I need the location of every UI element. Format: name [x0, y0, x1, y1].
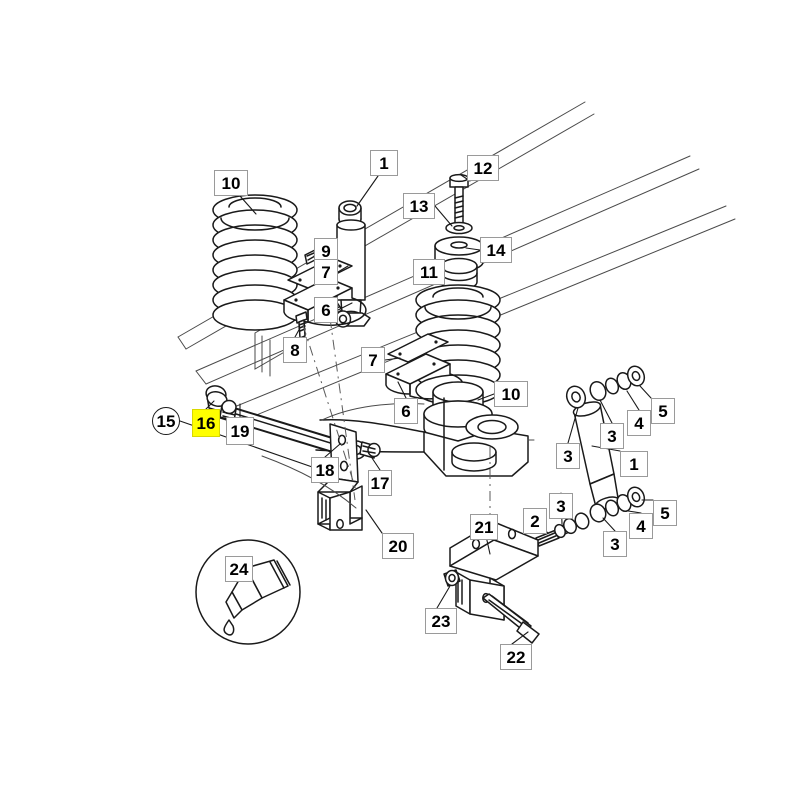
callout-washer[interactable]: 13: [403, 193, 435, 219]
callout-label: 18: [315, 460, 335, 480]
spring-seat-shim-right: [387, 333, 449, 363]
callout-shock-absorber-left[interactable]: 1: [370, 150, 398, 176]
callout-bracket-bolt[interactable]: 22: [500, 644, 532, 670]
callout-panhard-rod-bracket[interactable]: 18: [311, 457, 339, 483]
callout-coil-spring-left[interactable]: 10: [214, 170, 248, 196]
callout-spring-seat-left[interactable]: 6: [314, 297, 338, 323]
callout-label: 10: [221, 173, 241, 193]
callout-label: 4: [634, 413, 644, 433]
callout-shock-bush-upper-inner[interactable]: 3: [600, 423, 624, 449]
callout-label: 22: [506, 647, 526, 667]
callout-panhard-rod-bush[interactable]: 16: [192, 409, 220, 437]
bump-stop-bolt: [449, 173, 469, 225]
spring-seat-left: [283, 277, 367, 326]
callout-axle-bracket-lower[interactable]: 20: [382, 533, 414, 559]
callout-label: 8: [290, 340, 300, 360]
spring-seat-right: [385, 353, 464, 400]
callout-label: 12: [473, 158, 493, 178]
callout-label: 20: [388, 536, 408, 556]
coil-spring-left: [212, 194, 298, 331]
callout-shock-nut-upper[interactable]: 5: [651, 398, 675, 424]
callout-label: 3: [556, 496, 566, 516]
callout-panhard-rod-end-bolt[interactable]: 17: [368, 470, 392, 496]
callout-label: 10: [501, 384, 521, 404]
callout-shock-absorber-right[interactable]: 1: [620, 451, 648, 477]
callout-label: 16: [196, 413, 216, 433]
callout-shock-bush-upper-outer[interactable]: 3: [556, 443, 580, 469]
callout-shock-bush-lower-outer[interactable]: 3: [549, 493, 573, 519]
callout-label: 3: [610, 534, 620, 554]
callout-label: 17: [370, 473, 390, 493]
callout-shock-washer-upper[interactable]: 4: [627, 410, 651, 436]
callout-label: 5: [660, 503, 670, 523]
callout-bump-stop-bolt[interactable]: 12: [467, 155, 499, 181]
callout-bolt-spring-seat[interactable]: 8: [283, 337, 307, 363]
callout-shock-bush-lower-inner[interactable]: 3: [603, 531, 627, 557]
callout-label: 24: [229, 559, 249, 579]
callout-label: 9: [321, 241, 331, 261]
callout-label: 11: [420, 262, 438, 282]
callout-label: 13: [409, 196, 429, 216]
callout-bump-stop-cap[interactable]: 14: [480, 237, 512, 263]
callout-label: 4: [636, 516, 646, 536]
bolt-spring-seat: [295, 311, 308, 339]
callout-label: 19: [230, 421, 250, 441]
lock-nut: [443, 569, 461, 587]
callout-panhard-rod-end-fixing[interactable]: 19: [226, 417, 254, 445]
callout-label: 6: [401, 401, 411, 421]
callout-shock-washer-lower[interactable]: 4: [629, 513, 653, 539]
washer: [445, 221, 473, 235]
callout-label: 3: [607, 426, 617, 446]
callout-shock-mount-bracket[interactable]: 21: [470, 514, 498, 540]
callout-spring-seat-shim-right[interactable]: 7: [361, 347, 385, 373]
callout-label: 3: [563, 446, 573, 466]
callout-lock-nut[interactable]: 23: [425, 608, 457, 634]
callout-label: 21: [474, 517, 494, 537]
callout-spring-seat-right[interactable]: 6: [394, 398, 418, 424]
callout-label: 23: [431, 611, 451, 631]
callout-label: 14: [486, 240, 506, 260]
callout-shock-nut-lower[interactable]: 5: [653, 500, 677, 526]
callout-thread-sealant-tube[interactable]: 24: [225, 556, 253, 582]
coil-spring-right: [415, 284, 501, 406]
callout-label: 7: [321, 262, 331, 282]
callout-bump-stop-rubber[interactable]: 11: [413, 259, 445, 285]
callout-label: 15: [156, 411, 176, 431]
shock-mount-stud: [535, 512, 590, 547]
detail-circle-sealant: [195, 539, 301, 645]
callout-detail-reference-marker[interactable]: 15: [152, 407, 180, 435]
callout-coil-spring-right[interactable]: 10: [494, 381, 528, 407]
callout-label: 5: [658, 401, 668, 421]
callout-shock-stud-pin[interactable]: 2: [523, 508, 547, 534]
axle-housing: [315, 381, 529, 477]
callout-label: 1: [629, 454, 639, 474]
callout-label: 7: [368, 350, 378, 370]
callout-label: 6: [321, 300, 331, 320]
callout-spring-seat-shim-left[interactable]: 7: [314, 259, 338, 285]
callout-label: 1: [379, 153, 389, 173]
callout-label: 2: [530, 511, 540, 531]
